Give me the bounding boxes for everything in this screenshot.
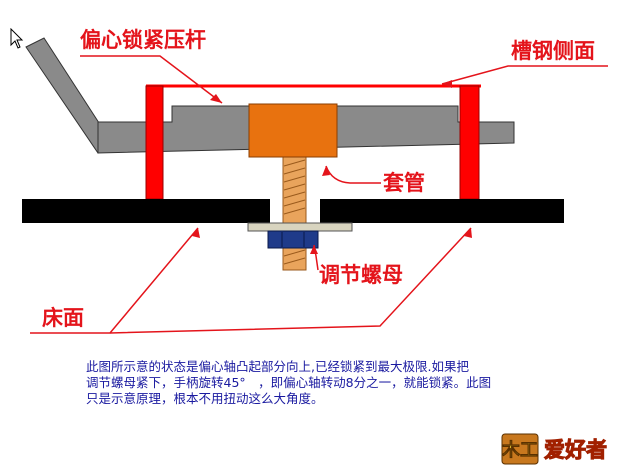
adjusting-nut	[267, 230, 319, 249]
label-channel-steel-side: 槽钢侧面	[511, 39, 595, 63]
leader-channel	[441, 65, 608, 85]
channel-steel-right	[459, 85, 480, 200]
label-eccentric-lock-lever: 偏心锁紧压杆	[80, 28, 206, 52]
leader-lever	[80, 55, 223, 104]
sleeve-block	[248, 103, 338, 158]
mouse-pointer-icon	[10, 28, 24, 49]
site-logo: 木工 爱好者	[501, 433, 608, 465]
leader-lines	[30, 55, 608, 334]
caption-line-2: 调节螺母紧下，手柄旋转45° ，即偏心轴转动8分之一，就能锁紧。此图	[86, 375, 492, 390]
caption-line-1: 此图所示意的状态是偏心轴凸起部分向上,已经锁紧到最大极限.如果把	[86, 359, 469, 374]
label-adjusting-nut: 调节螺母	[319, 263, 403, 287]
bed-surface-right	[320, 199, 564, 223]
logo-mark: 木工	[501, 439, 538, 461]
label-sleeve: 套管	[383, 171, 425, 195]
channel-steel-left	[145, 85, 164, 200]
washer	[247, 222, 353, 232]
leader-bed-right	[109, 227, 472, 334]
explanation-caption: 此图所示意的状态是偏心轴凸起部分向上,已经锁紧到最大极限.如果把 调节螺母紧下，…	[86, 359, 606, 407]
bed-surface-left	[22, 199, 270, 223]
leader-sleeve	[325, 165, 381, 184]
caption-line-3: 只是示意原理，根本不用扭动这么大角度。	[86, 391, 324, 406]
leader-arrowheads	[192, 80, 472, 254]
label-bed-surface: 床面	[42, 306, 84, 330]
logo-text: 爱好者	[544, 438, 607, 462]
